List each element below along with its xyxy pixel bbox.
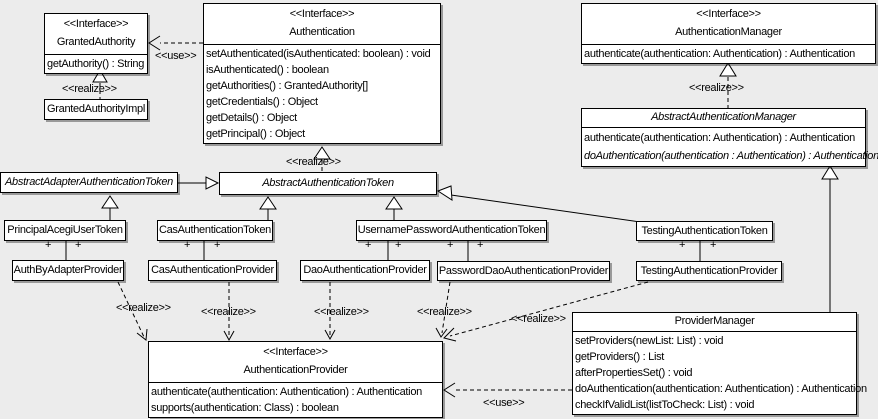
class-title: <<Interface>> AuthenticationProvider (149, 342, 442, 382)
method: isAuthenticated() : boolean (206, 64, 329, 76)
stereotype-label: <<Interface>> (63, 18, 129, 30)
association-lines (65, 241, 701, 261)
class-title: <<Interface>> GrantedAuthority (45, 14, 147, 54)
stereotype-label: <<Interface>> (696, 8, 761, 20)
methods-compartment: setAuthenticated(isAuthenticated: boolea… (204, 44, 440, 143)
class-testing-authentication-provider[interactable]: TestingAuthenticationProvider (636, 261, 782, 281)
plus-sign: + (477, 239, 484, 251)
class-name: TestingAuthenticationToken (641, 224, 768, 237)
class-authentication-manager[interactable]: <<Interface>> AuthenticationManager auth… (581, 3, 876, 64)
class-name: AuthByAdapterProvider (13, 264, 123, 276)
method: setAuthenticated(isAuthenticated: boolea… (206, 48, 431, 60)
methods-compartment: authenticate(authentication: Authenticat… (149, 382, 442, 417)
edge-label-use-provider-manager: <<use>> (483, 397, 525, 409)
class-title: ProviderManager (573, 313, 856, 331)
class-name: DaoAuthenticationProvider (303, 264, 427, 276)
class-auth-by-adapter-provider[interactable]: AuthByAdapterProvider (12, 260, 124, 281)
class-provider-manager[interactable]: ProviderManager setProviders(newList: Li… (572, 312, 867, 415)
edge-label-realize-cas: <<realize>> (201, 306, 256, 318)
class-abstract-authentication-manager[interactable]: AbstractAuthenticationManager authentica… (581, 108, 878, 167)
method: getAuthority() : String (47, 58, 145, 70)
plus-sign: + (75, 239, 82, 251)
class-title: <<Interface>> AuthenticationManager (582, 4, 875, 44)
class-name: CasAuthenticationToken (158, 224, 272, 236)
class-cas-authentication-token[interactable]: CasAuthenticationToken (157, 220, 273, 241)
method: setProviders(newList: List) : void (575, 335, 724, 347)
method: authenticate(authentication: Authenticat… (584, 132, 855, 144)
edge-label-realize-authentication-manager: <<realize>> (689, 82, 744, 94)
dashed-edges (99, 42, 729, 391)
class-name: UsernamePasswordAuthenticationToken (357, 224, 546, 236)
class-name: AuthenticationProvider (243, 364, 348, 376)
plus-sign: + (45, 239, 52, 251)
plus-sign: + (214, 239, 221, 251)
class-name: GrantedAuthority (56, 36, 136, 48)
method: checkIfValidList(listToCheck: List) : vo… (575, 399, 755, 411)
class-cas-authentication-provider[interactable]: CasAuthenticationProvider (148, 260, 277, 281)
class-username-password-authentication-token[interactable]: UsernamePasswordAuthenticationToken (356, 220, 547, 241)
class-name: AbstractAuthenticationManager (651, 111, 796, 123)
edge-label-realize-dao: <<realize>> (314, 306, 369, 318)
class-testing-authentication-token[interactable]: TestingAuthenticationToken (636, 221, 773, 241)
class-name: GrantedAuthorityImpl (47, 103, 145, 115)
class-dao-authentication-provider[interactable]: DaoAuthenticationProvider (300, 260, 430, 281)
plus-sign: + (710, 239, 717, 251)
method: getDetails() : Object (206, 112, 297, 124)
edge-label-realize-granted-authority: <<realize>> (62, 83, 117, 95)
class-name: ProviderManager (674, 315, 755, 327)
method: getCredentials() : Object (206, 96, 318, 108)
method: authenticate(authentication: Authenticat… (584, 48, 855, 60)
method: getAuthorities() : GrantedAuthority[] (206, 80, 368, 92)
methods-compartment: authenticate(authentication: Authenticat… (582, 44, 875, 63)
plus-sign: + (679, 239, 686, 251)
generalization-triangles (101, 165, 839, 210)
class-title: <<Interface>> Authentication (204, 4, 440, 44)
class-name: TestingAuthenticationProvider (640, 264, 778, 277)
realize-triangles (92, 62, 737, 160)
method: getPrincipal() : Object (206, 128, 305, 140)
class-abstract-adapter-authentication-token[interactable]: AbstractAdapterAuthenticationToken (0, 172, 178, 193)
class-name: AbstractAuthenticationToken (262, 177, 394, 189)
plus-sign: + (365, 239, 372, 251)
method-abstract: doAuthentication(authentication : Authen… (584, 150, 878, 162)
class-name: PasswordDaoAuthenticationProvider (438, 264, 609, 277)
class-authentication-provider[interactable]: <<Interface>> AuthenticationProvider aut… (148, 341, 443, 418)
class-password-dao-authentication-provider[interactable]: PasswordDaoAuthenticationProvider (437, 261, 610, 281)
edge-label-realize-auth-by-adapter: <<realize>> (116, 302, 171, 314)
edge-label-realize-password-dao: <<realize>> (417, 306, 472, 318)
class-name: PrincipalAcegiUserToken (7, 224, 123, 236)
open-arrowheads (136, 35, 457, 398)
class-granted-authority[interactable]: <<Interface>> GrantedAuthority getAuthor… (44, 13, 148, 74)
generalization-lines (109, 179, 831, 312)
class-name: AuthenticationManager (675, 26, 782, 38)
methods-compartment: authenticate(authentication: Authenticat… (582, 127, 878, 166)
plus-sign: + (447, 239, 454, 251)
method: supports(authentication: Class) : boolea… (151, 402, 339, 414)
stereotype-label: <<Interface>> (263, 346, 328, 358)
edge-label-realize-testing: <<realize>> (511, 313, 566, 325)
class-name: AbstractAdapterAuthenticationToken (5, 176, 173, 188)
method: getProviders() : List (575, 351, 665, 363)
class-abstract-authentication-token[interactable]: AbstractAuthenticationToken (219, 172, 437, 195)
class-principal-acegi-user-token[interactable]: PrincipalAcegiUserToken (4, 220, 126, 241)
stereotype-label: <<Interface>> (289, 8, 355, 20)
method: doAuthentication(authentication: Authent… (575, 383, 867, 395)
edge-label-use-granted-authority: <<use>> (155, 50, 197, 62)
plus-sign: + (184, 239, 191, 251)
class-name: CasAuthenticationProvider (151, 264, 274, 276)
class-title: AbstractAuthenticationManager (582, 109, 865, 127)
methods-compartment: getAuthority() : String (45, 54, 147, 73)
edge-label-realize-authentication: <<realize>> (286, 156, 341, 168)
class-granted-authority-impl[interactable]: GrantedAuthorityImpl (44, 99, 148, 120)
plus-sign: + (395, 239, 402, 251)
method: afterPropertiesSet() : void (575, 367, 693, 379)
class-authentication[interactable]: <<Interface>> Authentication setAuthenti… (203, 3, 441, 144)
method: authenticate(authentication: Authenticat… (151, 386, 422, 398)
class-name: Authentication (289, 26, 355, 38)
methods-compartment: setProviders(newList: List) : void getPr… (573, 331, 867, 414)
